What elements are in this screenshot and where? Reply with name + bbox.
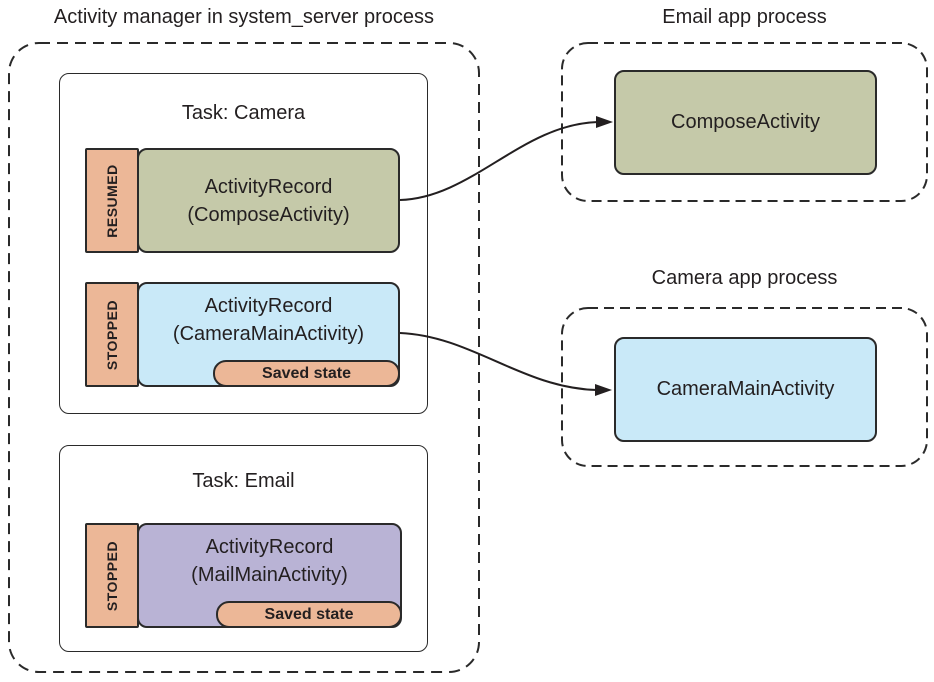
activity-record-camera: ActivityRecord (CameraMainActivity) Save… [137, 282, 400, 387]
stopped-state-tab-mail: STOPPED [85, 523, 139, 628]
activity-record-compose-line1: ActivityRecord [204, 175, 333, 198]
stopped-state-tab-camera: STOPPED [85, 282, 139, 387]
email-process-title: Email app process [662, 6, 827, 28]
camera-main-activity-box: CameraMainActivity [614, 337, 877, 442]
compose-arrow [399, 121, 599, 201]
system-server-title: Activity manager in system_server proces… [53, 6, 435, 28]
saved-state-pill-camera: Saved state [213, 360, 400, 387]
compose-arrowhead [596, 116, 613, 128]
task-camera-label: Task: Camera [181, 102, 306, 124]
activity-record-camera-line2: (CameraMainActivity) [172, 323, 365, 345]
task-camera-box: Task: Camera RESUMED ActivityRecord (Com… [59, 73, 428, 414]
resumed-state-tab: RESUMED [85, 148, 139, 253]
task-email-box: Task: Email STOPPED ActivityRecord (Mail… [59, 445, 428, 652]
activity-record-compose: ActivityRecord (ComposeActivity) [137, 148, 400, 253]
activity-record-camera-line1: ActivityRecord [204, 295, 333, 317]
task-email-label: Task: Email [192, 470, 295, 492]
stopped-state-label-mail: STOPPED [104, 540, 120, 611]
activity-record-mail-line2: (MailMainActivity) [191, 564, 348, 586]
camera-process-title: Camera app process [651, 267, 838, 289]
stopped-state-label-camera: STOPPED [104, 299, 120, 370]
activity-record-compose-line2: (ComposeActivity) [187, 203, 350, 226]
compose-activity-box: ComposeActivity [614, 70, 877, 175]
resumed-state-label: RESUMED [104, 163, 121, 238]
saved-state-pill-mail: Saved state [216, 601, 402, 628]
camera-arrowhead [595, 384, 612, 396]
activity-record-mail-line1: ActivityRecord [205, 536, 334, 558]
activity-record-mail: ActivityRecord (MailMainActivity) Saved … [137, 523, 402, 628]
camera-arrow [399, 332, 598, 391]
